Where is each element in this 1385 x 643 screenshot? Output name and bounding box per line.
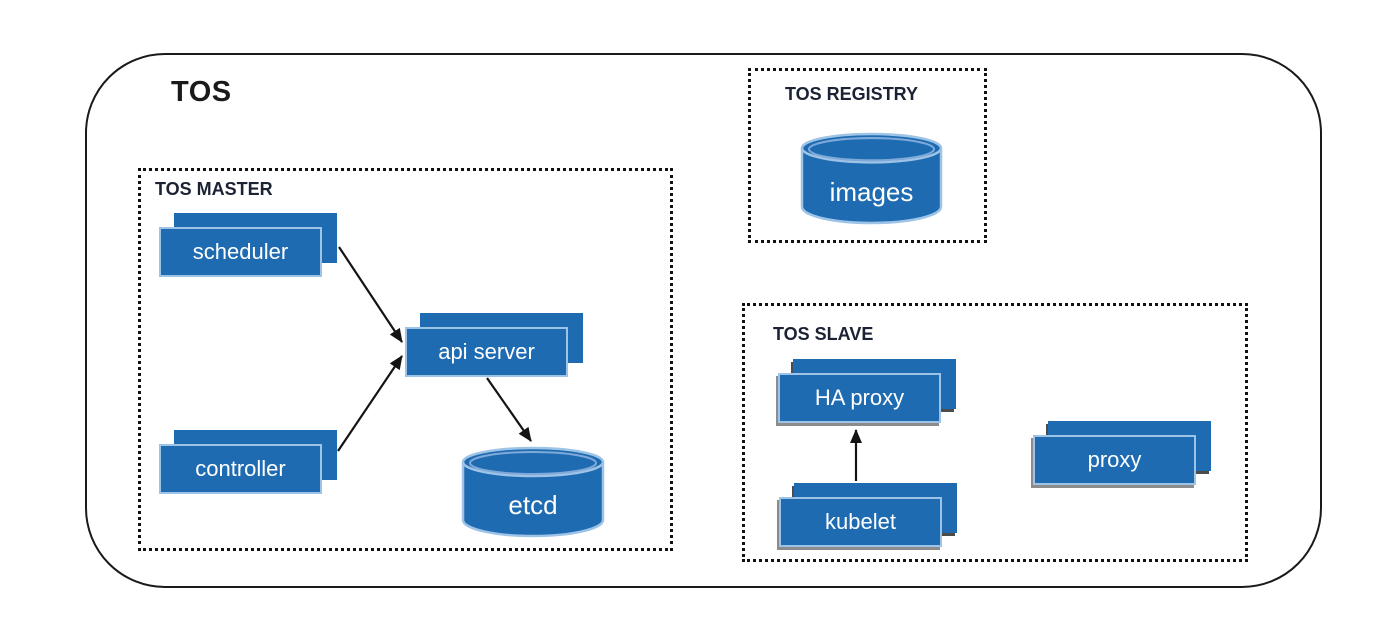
node-etcd-label: etcd — [508, 490, 558, 521]
group-tos-slave-label: TOS SLAVE — [773, 324, 874, 344]
group-tos-master: TOS MASTER — [138, 168, 673, 551]
node-controller: controller — [159, 430, 337, 494]
node-proxy: proxy — [1033, 421, 1211, 485]
node-kubelet-label: kubelet — [779, 497, 942, 547]
node-kubelet: kubelet — [779, 483, 957, 547]
cylinder-images: images — [800, 132, 943, 225]
node-ha-proxy-label: HA proxy — [778, 373, 941, 423]
node-images-label: images — [829, 176, 914, 207]
tos-boundary — [85, 53, 1322, 588]
node-scheduler: scheduler — [159, 213, 337, 277]
group-tos-registry-label: TOS REGISTRY — [785, 84, 919, 104]
database-cylinder-icon — [800, 132, 943, 225]
database-cylinder-icon — [461, 446, 605, 538]
node-proxy-label: proxy — [1033, 435, 1196, 485]
group-tos-registry: TOS REGISTRY — [748, 68, 987, 243]
node-controller-label: controller — [159, 444, 322, 494]
group-tos-master-label: TOS MASTER — [155, 179, 273, 199]
diagram-title: TOS — [171, 76, 232, 108]
node-api-server: api server — [405, 313, 583, 377]
node-ha-proxy: HA proxy — [778, 359, 956, 423]
node-api-server-label: api server — [405, 327, 568, 377]
group-tos-slave: TOS SLAVE — [742, 303, 1248, 562]
node-scheduler-label: scheduler — [159, 227, 322, 277]
cylinder-etcd: etcd — [461, 446, 605, 538]
